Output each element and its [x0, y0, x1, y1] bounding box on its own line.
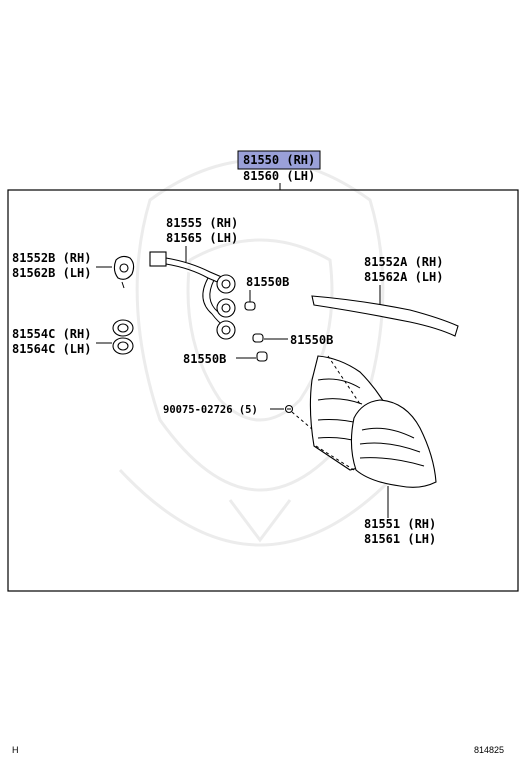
label-holder-c-rh: 81554C (RH) [12, 327, 91, 341]
label-holder-b-rh: 81552B (RH) [12, 251, 91, 265]
holder-b [113, 255, 135, 289]
label-bulb-1: 81550B [246, 275, 289, 289]
gasket [311, 295, 459, 337]
socket-and-wire [149, 251, 236, 340]
bulb-2 [252, 333, 264, 343]
footer-diagram-number: 814825 [474, 745, 504, 755]
label-bulb-3: 81550B [183, 352, 226, 366]
holder-c [112, 319, 134, 355]
label-assembly-lh: 81560 (LH) [243, 169, 315, 183]
label-holder-b-lh: 81562B (LH) [12, 266, 91, 280]
footer-left-code: H [12, 745, 19, 755]
label-screw: 90075-02726 (5) [163, 404, 258, 416]
label-socket-rh: 81555 (RH) [166, 216, 238, 230]
label-assembly-rh: 81550 (RH) [243, 153, 315, 167]
label-lens-lh: 81561 (LH) [364, 532, 436, 546]
screw [284, 404, 294, 414]
assembly-highlight [237, 150, 321, 170]
label-gasket-lh: 81562A (LH) [364, 270, 443, 284]
label-gasket-rh: 81552A (RH) [364, 255, 443, 269]
bulb-3 [256, 351, 268, 362]
lamp-lens [350, 399, 437, 488]
label-lens-rh: 81551 (RH) [364, 517, 436, 531]
label-holder-c-lh: 81564C (LH) [12, 342, 91, 356]
label-bulb-2: 81550B [290, 333, 333, 347]
bulb-1 [244, 301, 256, 311]
label-socket-lh: 81565 (LH) [166, 231, 238, 245]
diagram-frame [7, 189, 519, 592]
